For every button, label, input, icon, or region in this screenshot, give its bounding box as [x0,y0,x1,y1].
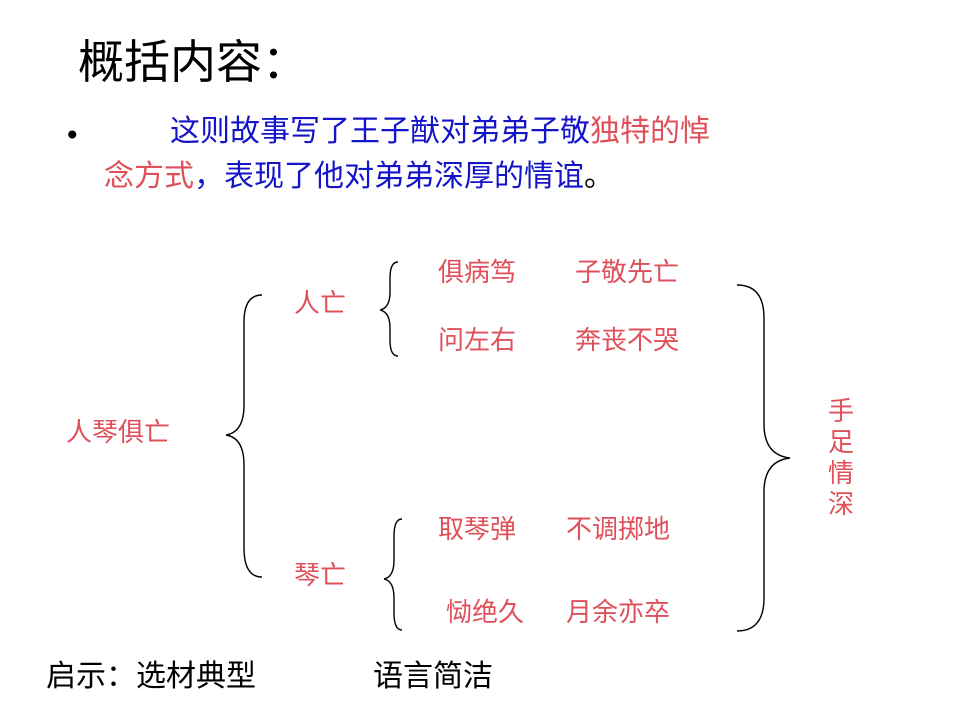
branch-person-row1-left: 俱病笃 [438,258,517,288]
slide-title: 概括内容： [78,35,308,89]
bullet-text-highlight: 念方式 [104,159,194,194]
bullet-text-period: 。 [584,159,614,194]
person-branch-brace [379,261,399,357]
bullet-text-highlight: 独特的悼 [590,114,710,149]
conclusion-char: 手 [827,397,854,427]
branch-qin-label: 琴亡 [294,561,347,591]
branch-person-row2-left: 问左右 [438,326,517,356]
conclusion-char: 足 [827,428,854,458]
bullet-line-2: 念方式，表现了他对弟弟深厚的情谊。 [104,157,614,197]
conclusion-char: 情 [827,459,854,489]
branch-person-label: 人亡 [294,289,347,319]
branch-qin-row1-right: 不调掷地 [566,515,671,545]
branch-qin-row2-left: 恸绝久 [446,598,525,628]
branch-qin-row1-left: 取琴弹 [438,515,517,545]
conclusion-label: 手 足 情 深 [826,397,856,521]
root-brace [225,294,263,578]
bullet-line-1: 这则故事写了王子猷对弟弟子敬独特的悼 [170,112,710,152]
qin-branch-brace [383,518,403,631]
bullet-text-segment: ，表现了他对弟弟深厚的情谊 [194,159,584,194]
branch-person-row2-right: 奔丧不哭 [575,326,680,356]
bullet-text-segment: 这则故事写了王子猷对弟弟子敬 [170,114,590,149]
diagram-root-label: 人琴俱亡 [66,418,171,448]
conclusion-brace [736,284,791,632]
footer-insight: 启示：选材典型 [46,657,256,697]
conclusion-char: 深 [827,490,854,520]
bullet-marker: • [64,119,81,152]
branch-qin-row2-right: 月余亦卒 [566,598,671,628]
footer-point-1: 选材典型 [136,659,256,694]
branch-person-row1-right: 子敬先亡 [575,258,680,288]
footer-point-2: 语言简洁 [373,659,493,694]
footer-label: 启示： [46,659,136,694]
